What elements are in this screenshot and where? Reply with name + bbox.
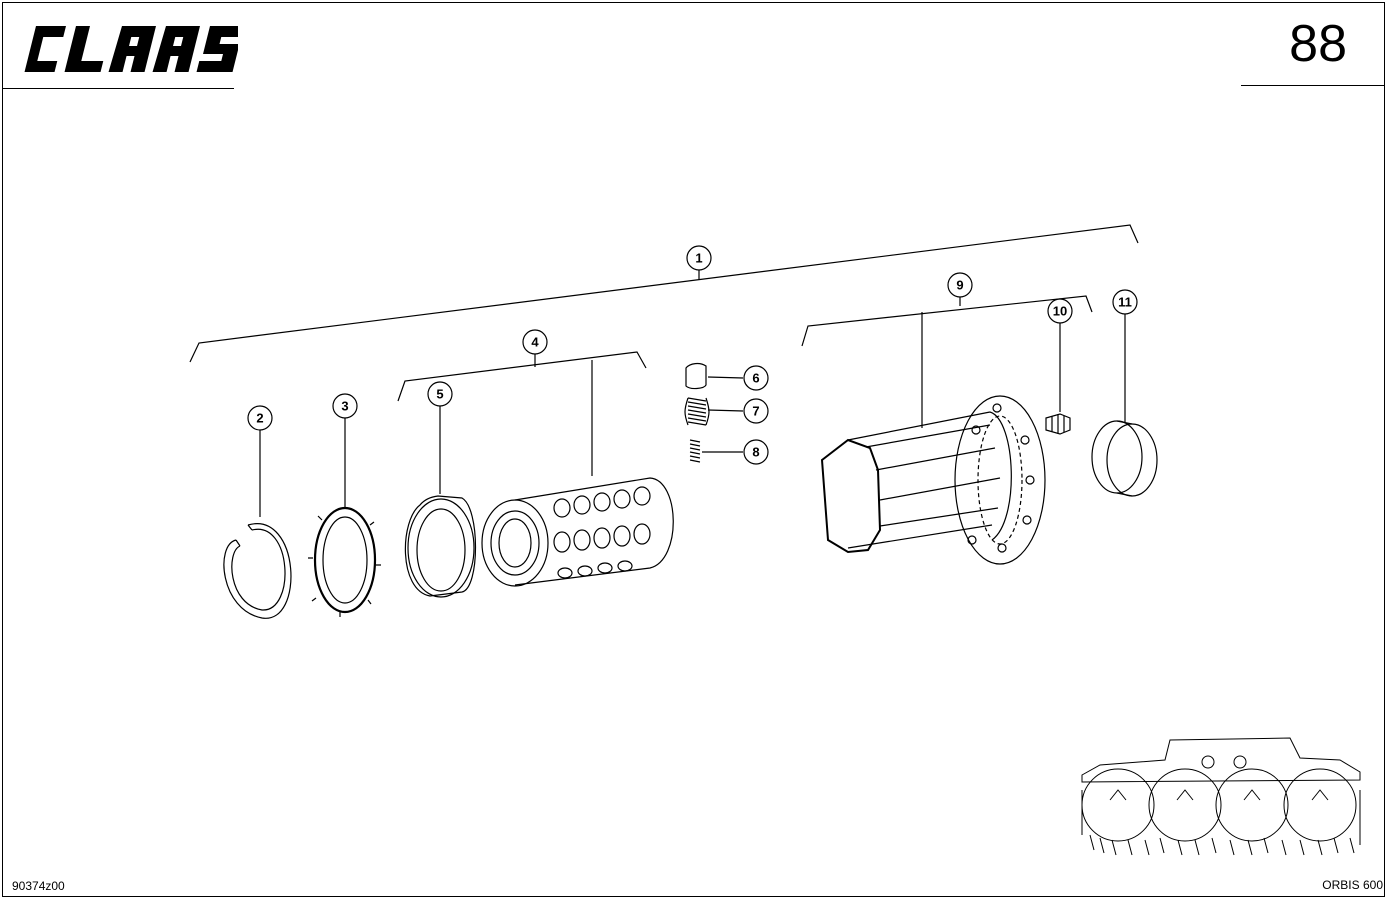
callout-5: 5	[427, 381, 453, 407]
cage-holes	[553, 486, 651, 579]
header-rule-right	[1241, 85, 1384, 86]
svg-text:7: 7	[752, 404, 759, 419]
svg-text:1: 1	[695, 251, 702, 266]
machine-overview-thumbnail	[1081, 737, 1361, 856]
bracket-1	[189, 224, 1139, 363]
callout-2: 2	[247, 405, 273, 431]
svg-text:4: 4	[531, 335, 539, 350]
svg-text:9: 9	[956, 278, 963, 293]
svg-text:8: 8	[752, 445, 759, 460]
callout-6: 6	[743, 365, 769, 391]
page-number: 88	[1289, 15, 1347, 73]
callout-11: 11	[1112, 289, 1138, 315]
roller-cage-part	[481, 477, 674, 587]
svg-text:3: 3	[341, 399, 348, 414]
grease-nipple-part	[1045, 413, 1071, 435]
small-spring-part	[689, 439, 701, 463]
toothed-washer-part	[308, 506, 381, 617]
callout-3: 3	[332, 393, 358, 419]
callout-8: 8	[743, 439, 769, 465]
leader-7	[707, 409, 744, 412]
svg-text:6: 6	[752, 371, 759, 386]
callout-9: 9	[947, 272, 973, 298]
bushing-part	[1091, 420, 1158, 497]
snap-ring-part	[223, 523, 292, 619]
claas-logo	[24, 26, 238, 72]
drawing-id: 90374z00	[12, 879, 65, 893]
bracket-9	[801, 295, 1093, 347]
svg-text:5: 5	[436, 387, 443, 402]
callouts: 1 2 3 4 5 6 7 8 9 10 11	[247, 245, 1138, 465]
callout-4: 4	[522, 329, 548, 355]
header-rule-left	[2, 88, 234, 89]
bracket-4	[397, 351, 647, 402]
callout-7: 7	[743, 398, 769, 424]
hub-part	[820, 395, 1046, 565]
spring-part	[684, 397, 710, 426]
model-name: ORBIS 600	[1322, 878, 1383, 892]
callout-10: 10	[1047, 298, 1073, 324]
bearing-ring-part	[404, 495, 476, 598]
svg-text:10: 10	[1053, 304, 1067, 319]
svg-text:2: 2	[256, 411, 263, 426]
callout-1: 1	[686, 245, 712, 271]
svg-text:11: 11	[1118, 295, 1132, 310]
leader-6	[707, 376, 744, 379]
pin-part	[685, 362, 707, 390]
